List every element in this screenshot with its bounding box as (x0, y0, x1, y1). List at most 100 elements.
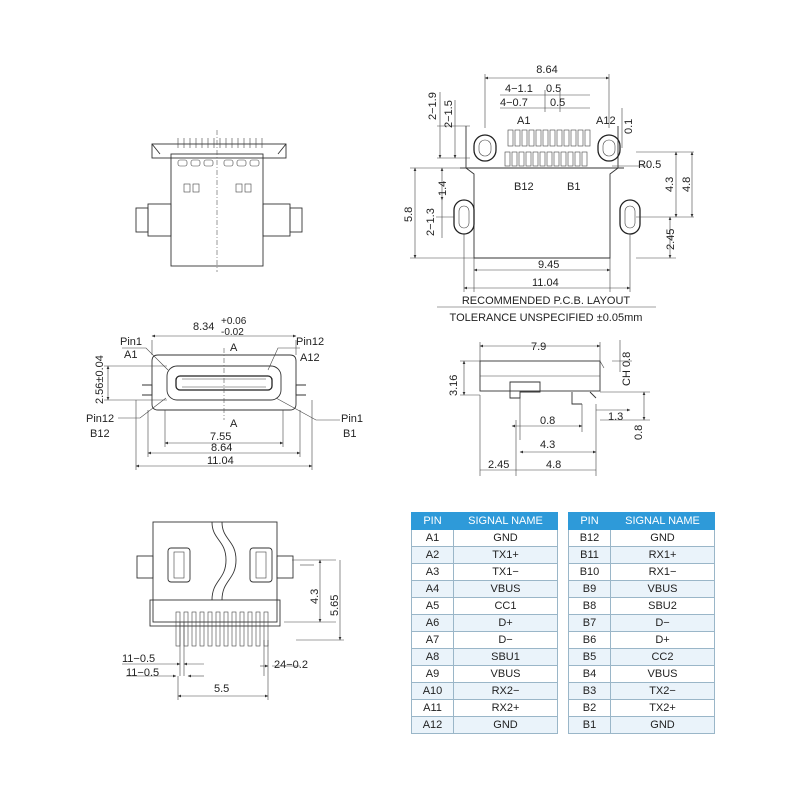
side-view (460, 340, 650, 476)
dim-front-tol-plus: +0.06 (221, 316, 247, 327)
pin-cell: A11 (411, 699, 454, 717)
side-view-labels: 7.9 CH 0.8 3.16 0.8 1.3 0.8 4.3 2.45 4.8 (448, 341, 645, 471)
section-mark-top: A (230, 342, 238, 354)
dim-pcb-2-1-9: 2−1.9 (427, 92, 439, 120)
pcb-layout (410, 74, 694, 308)
pin-cell: B10 (568, 563, 611, 581)
front-view-labels: 8.34 +0.06 -0.02 A A Pin1 A1 Pin12 A12 P… (86, 316, 363, 467)
pin-cell: B2 (568, 699, 611, 717)
pin-cell: B3 (568, 682, 611, 700)
dim-bottom-11-0-5-b: 11−0.5 (126, 667, 159, 679)
signal-column-header: SIGNAL NAME (610, 512, 715, 530)
dim-pcb-2-1-5: 2−1.5 (443, 100, 455, 128)
dim-bottom-24-0-2: 24−0.2 (274, 659, 308, 671)
pcb-label-a1: A1 (517, 115, 530, 127)
signal-cell: TX2− (610, 682, 715, 700)
pcb-label-b1: B1 (567, 181, 580, 193)
signal-cell: SBU2 (610, 597, 715, 615)
signal-cell: CC1 (453, 597, 558, 615)
signal-cell: TX1+ (453, 546, 558, 564)
signal-cell: RX1+ (610, 546, 715, 564)
signal-cell: D+ (610, 631, 715, 649)
signal-cell: VBUS (610, 665, 715, 683)
signal-cell: D− (610, 614, 715, 632)
pin-cell: B9 (568, 580, 611, 598)
dim-pcb-4-3: 4.3 (664, 177, 676, 192)
dim-side-7-9: 7.9 (531, 341, 546, 353)
dim-front-7-55: 7.55 (210, 431, 231, 443)
signal-cell: GND (453, 529, 558, 547)
pin-cell: A5 (411, 597, 454, 615)
dim-front-11-04: 11.04 (207, 455, 234, 467)
pcb-label-a12: A12 (596, 115, 616, 127)
dim-side-1-3: 1.3 (608, 411, 623, 423)
signal-cell: CC2 (610, 648, 715, 666)
dim-bottom-5-65: 5.65 (329, 595, 341, 616)
bottom-view (122, 521, 344, 700)
front-label-a1: A1 (124, 349, 137, 361)
pin-cell: A1 (411, 529, 454, 547)
signal-cell: VBUS (453, 580, 558, 598)
top-view-rear-plate (151, 143, 287, 159)
signal-cell: GND (453, 716, 558, 734)
section-mark-bottom: A (230, 418, 238, 430)
pin-cell: A8 (411, 648, 454, 666)
front-label-pin12-bl: Pin12 (86, 413, 114, 425)
pin-cell: B5 (568, 648, 611, 666)
signal-cell: RX2+ (453, 699, 558, 717)
pcb-slot-right-top (597, 134, 621, 162)
pin-cell: B6 (568, 631, 611, 649)
dim-pcb-0-1: 0.1 (623, 119, 635, 134)
bottom-view-front-lip (149, 599, 281, 627)
dim-front-2-56: 2.56±0.04 (94, 355, 106, 404)
signal-cell: TX2+ (610, 699, 715, 717)
signal-cell: SBU1 (453, 648, 558, 666)
dim-side-0-8-b: 0.8 (633, 425, 645, 440)
dim-pcb-0-5-b: 0.5 (550, 97, 565, 109)
dim-pcb-0-5-a: 0.5 (546, 83, 561, 95)
pin-cell: A7 (411, 631, 454, 649)
tolerance-note: TOLERANCE UNSPECIFIED ±0.05mm (450, 312, 643, 324)
signal-column-header: SIGNAL NAME (453, 512, 558, 530)
bottom-view-body (152, 521, 278, 623)
signal-cell: RX1− (610, 563, 715, 581)
pin-cell: B7 (568, 614, 611, 632)
pcb-pads-row-a (507, 129, 591, 147)
pin-cell: B11 (568, 546, 611, 564)
dim-pcb-4-0-7: 4−0.7 (500, 97, 528, 109)
dim-side-0-8-a: 0.8 (540, 415, 555, 427)
pin-cell: A9 (411, 665, 454, 683)
pcb-outline (465, 126, 619, 259)
signal-cell: GND (610, 529, 715, 547)
pin-cell: B8 (568, 597, 611, 615)
front-label-a12: A12 (300, 352, 320, 364)
dim-bottom-4-3: 4.3 (309, 589, 321, 604)
front-label-pin12-tr: Pin12 (296, 336, 324, 348)
dim-pcb-4-1-1: 4−1.1 (505, 83, 533, 95)
pin-cell: A10 (411, 682, 454, 700)
top-view (135, 130, 303, 272)
front-label-b1: B1 (343, 428, 356, 440)
signal-cell: D− (453, 631, 558, 649)
dim-bottom-11-0-5-a: 11−0.5 (122, 653, 155, 665)
bottom-view-labels: 4.3 5.65 11−0.5 11−0.5 24−0.2 5.5 (122, 589, 341, 695)
pin-column-header: PIN (411, 512, 454, 530)
dim-pcb-9-45: 9.45 (538, 259, 559, 271)
dim-pcb-8-64: 8.64 (536, 64, 557, 76)
dim-side-2-45: 2.45 (488, 459, 509, 471)
